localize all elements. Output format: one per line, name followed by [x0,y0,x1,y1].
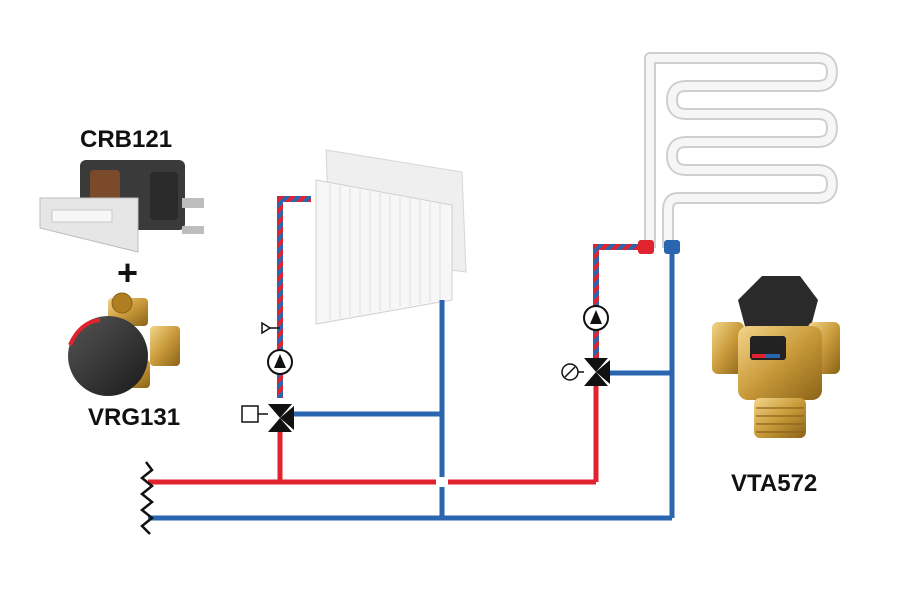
mixing-valve-label: VRG131 [88,404,181,431]
floor-heating-coil [644,52,838,248]
circulation-pump-radiator [267,349,293,375]
three-way-mixing-valve-floor [561,358,610,386]
supply-pipes [148,385,599,485]
plus-sign: + [117,252,139,293]
circulation-pump-floor [583,305,609,331]
actuator-label: CRB121 [80,126,173,153]
thermostatic-valve-label: VTA572 [731,470,818,497]
panel-radiator [315,149,467,325]
mixing-valve-vrg131-image [68,292,180,396]
three-way-mixing-valve-radiator [241,404,294,432]
mixed-supply-pipes [277,196,643,398]
floor-supply-connector [638,240,654,254]
heat-source-symbol [139,461,155,535]
thermometer-icon [261,321,280,335]
floor-return-connector [664,240,680,254]
thermostatic-valve-vta572-image [712,276,840,438]
actuator-crb121-image [39,160,204,253]
